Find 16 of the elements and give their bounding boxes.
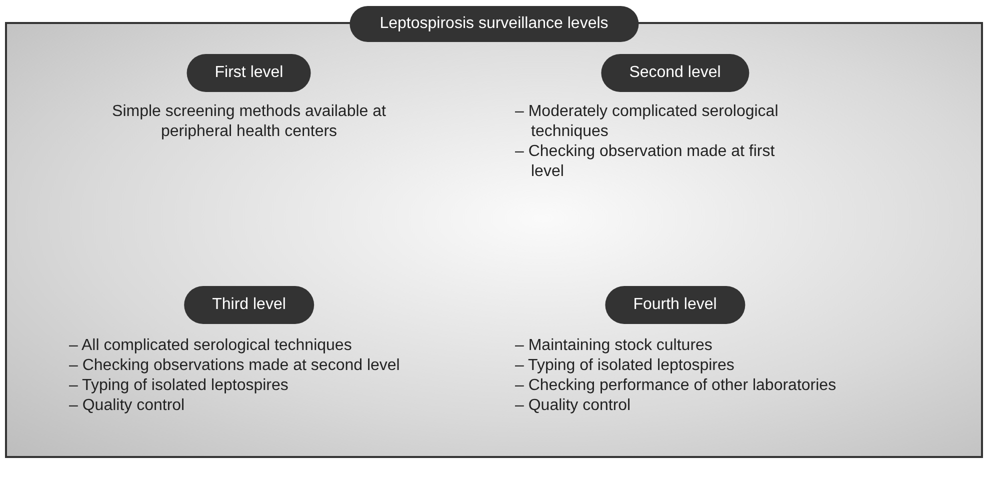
level-pill: First level bbox=[186, 54, 312, 92]
heading-pill: Leptospirosis surveillance levels bbox=[350, 6, 638, 42]
bullet-item: – Checking observation made at first level bbox=[515, 142, 776, 182]
bullet-item: – Typing of isolated leptospires bbox=[69, 376, 290, 396]
level-pill: Second level bbox=[601, 54, 749, 92]
level-pill: Fourth level bbox=[605, 286, 745, 324]
bullet-item: – Quality control bbox=[515, 396, 632, 416]
bullet-item: – Checking observations made at second level bbox=[69, 356, 401, 376]
bullet-item: – Maintaining stock cultures bbox=[515, 336, 714, 356]
bullet-item: – Moderately complicated serological techniques bbox=[515, 102, 780, 142]
level-pill: Third level bbox=[184, 286, 314, 324]
bullet-item: – Typing of isolated leptospires bbox=[515, 356, 736, 376]
bullet-item: – Checking performance of other laboratories bbox=[515, 376, 838, 396]
bullet-item: – All complicated serological techniques bbox=[69, 336, 353, 356]
description-text: Simple screening methods available at peripheral health centers bbox=[111, 102, 387, 142]
bullet-item: – Quality control bbox=[69, 396, 186, 416]
